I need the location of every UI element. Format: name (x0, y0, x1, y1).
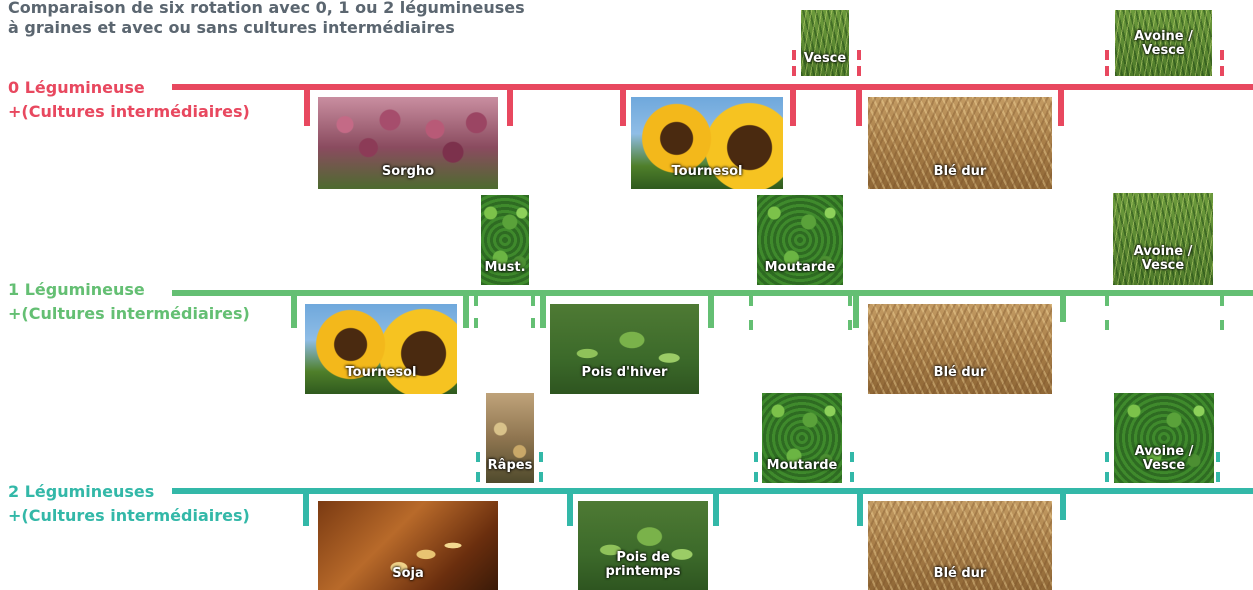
tournesol-photo: Tournesol (631, 97, 783, 189)
crop-label: Blé dur (933, 164, 987, 179)
row-0-tick (1058, 84, 1064, 126)
row-1-tick (463, 290, 469, 328)
row-0-cover-marker (857, 66, 861, 76)
ble-dur-photo: Blé dur (868, 304, 1052, 394)
crop-label: Must. (484, 260, 526, 275)
row-2-cover-marker (1216, 452, 1220, 462)
row-2-cover-marker (754, 452, 758, 462)
crop-label: Vesce (803, 51, 847, 66)
row-1-cover-marker (749, 320, 753, 330)
row-2-tick (713, 488, 719, 526)
row-1-cover-marker (1105, 296, 1109, 306)
pois-de-printemps-photo: Pois de printemps (578, 501, 708, 590)
row-2-cover-marker (1216, 472, 1220, 482)
row-0-label-count: 0 Légumineuse (8, 78, 145, 97)
row-1-tick (853, 290, 859, 328)
tournesol-photo: Tournesol (305, 304, 457, 394)
row-0-cover-marker (1105, 50, 1109, 60)
crop-label: Avoine / Vesce (1134, 444, 1194, 473)
crop-label: Soja (392, 566, 424, 581)
crop-label: Pois d'hiver (581, 365, 668, 380)
row-1-label-cover: +(Cultures intermédiaires) (8, 304, 250, 323)
row-2-cover-marker (539, 472, 543, 482)
moutarde-photo: Moutarde (762, 393, 842, 483)
row-2-cover-marker (1105, 472, 1109, 482)
row-0-cover-marker (792, 50, 796, 60)
soja-photo: Soja (318, 501, 498, 590)
row-2-label-count: 2 Légumineuses (8, 482, 155, 501)
row-1-cover-marker (531, 296, 535, 306)
row-1-label-count: 1 Légumineuse (8, 280, 145, 299)
row-1-cover-marker (848, 296, 852, 306)
rapes-photo: Râpes (486, 393, 534, 483)
row-2-cover-marker (754, 472, 758, 482)
row-1-tick (1060, 290, 1066, 322)
row-1-label: 1 Légumineuse +(Cultures intermédiaires) (8, 278, 250, 326)
row-2-cover-marker (850, 452, 854, 462)
row-2-cover-marker (476, 472, 480, 482)
row-2-tick (1060, 488, 1066, 520)
crop-label: Tournesol (345, 365, 417, 380)
crop-label: Avoine / Vesce (1133, 244, 1193, 273)
vesce-photo: Vesce (801, 10, 849, 76)
crop-label: Râpes (487, 458, 533, 473)
row-0-timeline (172, 84, 1253, 90)
row-2-cover-marker (539, 452, 543, 462)
pois-d-hiver-photo: Pois d'hiver (550, 304, 699, 394)
crop-label: Blé dur (933, 566, 987, 581)
row-0-tick (304, 84, 310, 126)
row-1-tick (708, 290, 714, 328)
row-1-cover-marker (848, 320, 852, 330)
crop-label: Moutarde (764, 260, 836, 275)
crop-label: Blé dur (933, 365, 987, 380)
row-0-cover-marker (1105, 66, 1109, 76)
row-2-cover-marker (1105, 452, 1109, 462)
row-2-cover-marker (850, 472, 854, 482)
row-0-tick (790, 84, 796, 126)
row-0-cover-marker (1220, 50, 1224, 60)
row-1-cover-marker (474, 318, 478, 328)
title-line-1: Comparaison de six rotation avec 0, 1 ou… (8, 0, 525, 17)
row-2-timeline (172, 488, 1253, 494)
row-0-tick (856, 84, 862, 126)
row-0-label-cover: +(Cultures intermédiaires) (8, 102, 250, 121)
row-0-cover-marker (1220, 66, 1224, 76)
crop-label: Moutarde (766, 458, 838, 473)
row-0-label: 0 Légumineuse +(Cultures intermédiaires) (8, 76, 250, 124)
diagram-title: Comparaison de six rotation avec 0, 1 ou… (8, 0, 525, 38)
row-2-tick (303, 488, 309, 526)
row-1-cover-marker (1105, 320, 1109, 330)
crop-label: Sorgho (381, 164, 435, 179)
row-1-cover-marker (1220, 296, 1224, 306)
row-0-tick (507, 84, 513, 126)
row-2-cover-marker (476, 452, 480, 462)
avoine-vesce-photo: Avoine / Vesce (1115, 10, 1212, 76)
moutarde-photo: Moutarde (757, 195, 843, 285)
crop-label: Tournesol (671, 164, 743, 179)
avoine-vesce-photo: Avoine / Vesce (1114, 393, 1214, 483)
crop-label: Avoine / Vesce (1134, 29, 1193, 58)
row-1-tick (540, 290, 546, 328)
row-1-cover-marker (749, 296, 753, 306)
row-2-tick (567, 488, 573, 526)
row-1-tick (291, 290, 297, 328)
row-0-cover-marker (792, 66, 796, 76)
row-0-tick (620, 84, 626, 126)
row-0-cover-marker (857, 50, 861, 60)
ble-dur-photo: Blé dur (868, 97, 1052, 189)
avoine-vesce-photo: Avoine / Vesce (1113, 193, 1213, 285)
crop-label: Pois de printemps (605, 550, 681, 579)
row-2-tick (857, 488, 863, 526)
sorgho-photo: Sorgho (318, 97, 498, 189)
row-1-cover-marker (531, 318, 535, 328)
row-1-cover-marker (1220, 320, 1224, 330)
title-line-2: à graines et avec ou sans cultures inter… (8, 18, 455, 37)
row-1-cover-marker (474, 296, 478, 306)
row-2-label: 2 Légumineuses +(Cultures intermédiaires… (8, 480, 250, 528)
must-photo: Must. (481, 195, 529, 285)
row-2-label-cover: +(Cultures intermédiaires) (8, 506, 250, 525)
ble-dur-photo: Blé dur (868, 501, 1052, 590)
